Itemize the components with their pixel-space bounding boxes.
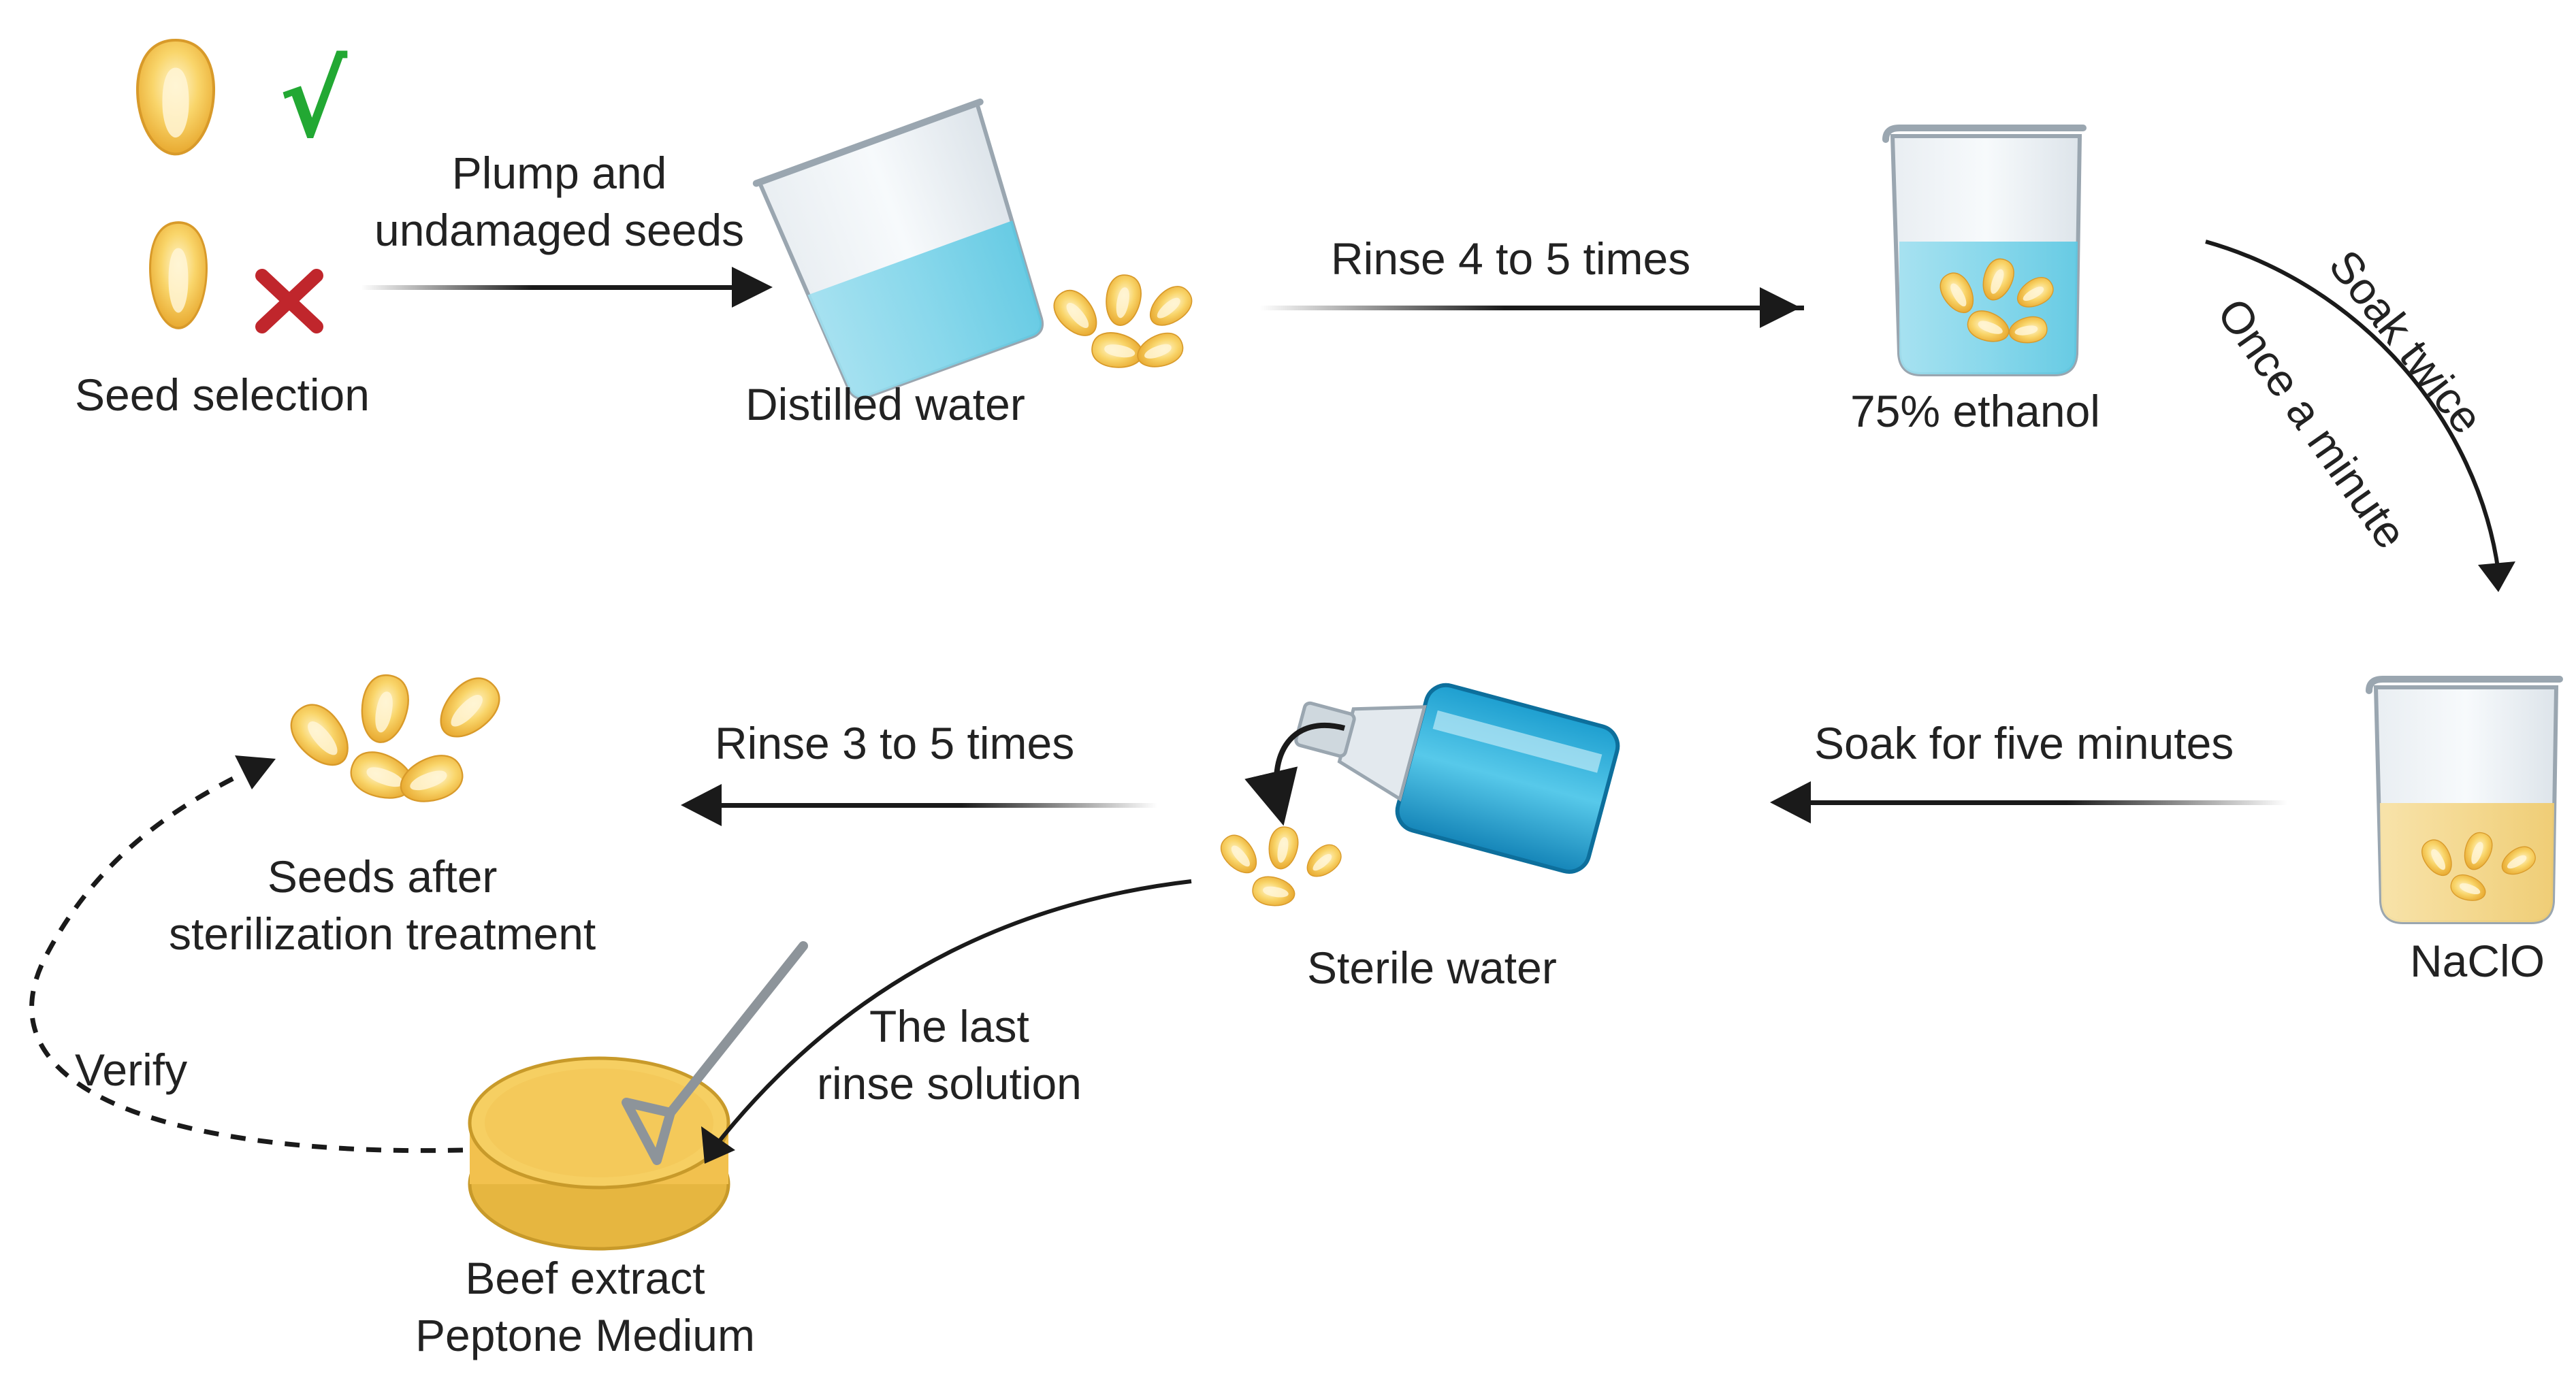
sterilized-seeds-icon (280, 668, 510, 811)
seeds-after-line2: sterilization treatment (169, 909, 596, 959)
pour-arrow (1244, 722, 1346, 826)
good-seed-icon (138, 40, 214, 154)
medium-label: Beef extract Peptone Medium (415, 1249, 755, 1364)
arrow-rinse-3-5 (722, 803, 1157, 808)
naclo-beaker-icon (2366, 676, 2563, 924)
arrow-rinse-4-5 (1259, 306, 1804, 310)
seeds-after-line1: Seeds after (267, 851, 498, 902)
plump-seeds-line2: undamaged seeds (374, 205, 745, 255)
spreader-icon (622, 941, 808, 1165)
medium-line1: Beef extract (465, 1253, 705, 1303)
rinse-4-5-label: Rinse 4 to 5 times (1331, 233, 1691, 284)
rinse-3-5-label: Rinse 3 to 5 times (715, 718, 1075, 768)
arrow-soak-five (1797, 800, 2287, 805)
seeds-cluster-icon (1046, 272, 1199, 374)
arrow-last-rinse (713, 879, 1192, 1148)
ethanol-beaker-icon (1882, 125, 2087, 376)
naclo-label: NaClO (2410, 936, 2545, 986)
verify-label: Verify (75, 1045, 188, 1095)
sterile-seeds-icon (1214, 824, 1347, 910)
arrow-soak-twice (2205, 240, 2500, 572)
plump-seeds-label: Plump and undamaged seeds (374, 144, 744, 259)
sterile-water-bottle-icon (1294, 683, 1620, 874)
last-rinse-line1: The last (869, 1001, 1029, 1051)
distilled-water-beaker-icon (752, 98, 1044, 400)
checkmark-icon: √ (279, 42, 348, 161)
ethanol-label: 75% ethanol (1850, 386, 2100, 436)
bad-seed-icon (148, 221, 208, 329)
last-rinse-label: The last rinse solution (817, 998, 1082, 1112)
seed-selection-label: Seed selection (75, 370, 370, 420)
plump-seeds-line1: Plump and (451, 148, 667, 198)
arrow-plump (361, 285, 742, 290)
sterile-water-label: Sterile water (1307, 943, 1557, 993)
distilled-water-label: Distilled water (745, 379, 1025, 429)
seeds-after-label: Seeds after sterilization treatment (169, 848, 596, 962)
cross-icon (255, 269, 323, 333)
petri-dish-icon (468, 1056, 730, 1251)
medium-line2: Peptone Medium (415, 1310, 755, 1360)
last-rinse-line2: rinse solution (817, 1058, 1082, 1109)
soak-five-minutes-label: Soak for five minutes (1814, 718, 2234, 768)
